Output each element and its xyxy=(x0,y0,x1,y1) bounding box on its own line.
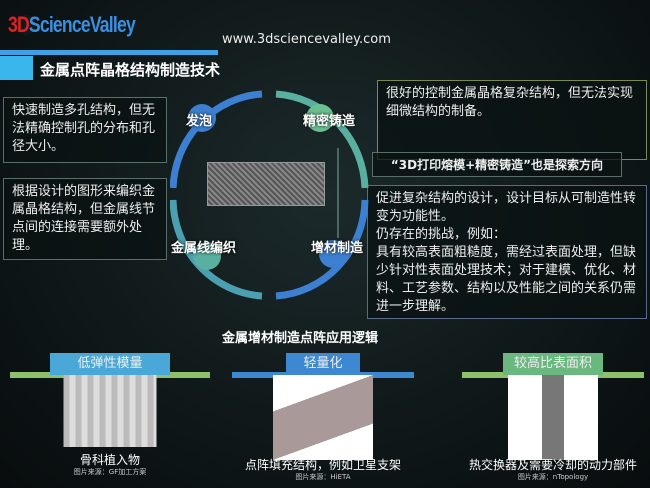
lattice-structure-image xyxy=(207,162,325,206)
foaming-description: 快速制造多孔结构，但无法精确控制孔的分布和孔径大小。 xyxy=(3,97,167,163)
section-title: 金属增材制造点阵应用逻辑 xyxy=(221,331,378,346)
application-tab: 低弹性模量 xyxy=(50,353,170,375)
image-source: 图片来源：nTopology xyxy=(517,473,589,481)
application-caption: 骨科植入物 xyxy=(79,453,140,467)
heat-exchanger-image xyxy=(508,375,598,460)
title-marker xyxy=(0,56,33,80)
additive-manufacturing-description: 促进复杂结构的设计，设计目标从可制造性转变为功能性。 仍存在的挑战，例如： 具有… xyxy=(367,185,647,319)
precision-casting-description: 很好的控制金属晶格复杂结构，但无法实现细微结构的制备。 xyxy=(377,80,647,160)
wire-weaving-description: 根据设计的图形来编织金属晶格结构，但金属线节点间的连接需要额外处理。 xyxy=(3,178,167,260)
satellite-bracket-image xyxy=(273,375,373,460)
header-divider xyxy=(0,50,218,55)
node-wire-weaving: 金属线编织 xyxy=(171,241,237,256)
application-caption: 点阵填充结构，例如卫星支架 xyxy=(244,458,401,472)
method-cycle-ring xyxy=(170,90,369,300)
application-tab: 轻量化 xyxy=(286,353,360,375)
node-precision-casting: 精密铸造 xyxy=(303,114,356,129)
application-caption: 热交换器及需要冷却的动力部件 xyxy=(468,458,637,472)
application-card: 较高比表面积 热交换器及需要冷却的动力部件 图片来源：nTopology xyxy=(462,353,644,483)
application-card: 低弹性模量 骨科植入物 图片来源：GF加工方案 xyxy=(10,353,210,483)
orthopedic-implant-image xyxy=(63,375,157,447)
application-card: 轻量化 点阵填充结构，例如卫星支架 图片来源：HiETA xyxy=(232,353,414,483)
website-url: www.3dsciencevalley.com xyxy=(222,32,391,47)
logo: 3DScienceValley xyxy=(6,4,166,46)
page-title: 金属点阵晶格结构制造技术 xyxy=(40,61,221,79)
logo-text: 3DScienceValley xyxy=(8,12,136,37)
image-source: 图片来源：HiETA xyxy=(295,473,351,481)
tagline: “3D打印熔模+精密铸造”也是探索方向 xyxy=(372,152,622,177)
node-foaming: 发泡 xyxy=(186,114,213,129)
application-tab: 较高比表面积 xyxy=(503,353,603,375)
node-additive-manufacturing: 增材制造 xyxy=(311,241,364,256)
image-source: 图片来源：GF加工方案 xyxy=(73,468,147,476)
